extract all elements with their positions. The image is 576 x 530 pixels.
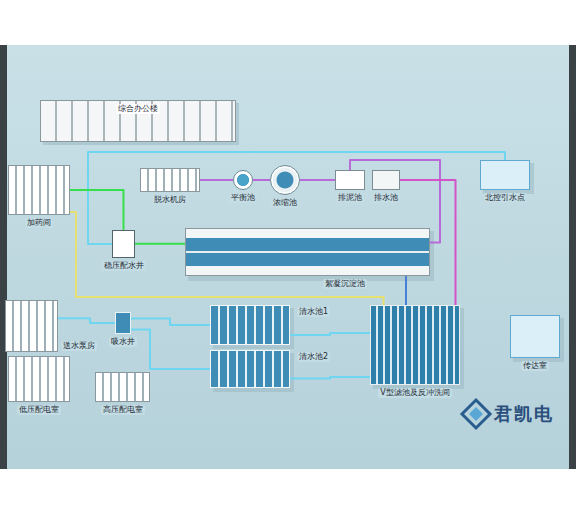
node-label: 高压配电室: [101, 405, 145, 415]
node-label: 平衡池: [229, 193, 257, 203]
pump-house: 送水泵房: [5, 300, 58, 352]
pipeline-line: [131, 330, 210, 369]
pipeline-line: [58, 318, 115, 323]
pipeline-line: [300, 179, 335, 181]
edge-strip: [569, 45, 576, 469]
node-label: 传达室: [521, 361, 549, 371]
pipeline: [70, 190, 124, 230]
logo-mark: [462, 400, 490, 428]
pipeline: [200, 180, 233, 181]
pipeline: [300, 180, 335, 181]
pipeline-line: [135, 243, 185, 245]
node-label: 综合办公楼: [116, 104, 160, 114]
node-label: 清水池1: [297, 307, 330, 317]
shadows: [43, 103, 564, 392]
node-label: 排泥池: [336, 193, 364, 203]
office-building: 综合办公楼: [40, 100, 236, 142]
distribution-well: 稳压配水井: [112, 230, 135, 258]
node-label: 稳压配水井: [102, 261, 146, 271]
suction-well: 吸水井: [115, 312, 131, 334]
node-label: 北控引水点: [483, 193, 527, 203]
node-label: 浓缩池: [271, 198, 299, 208]
node-label: 低压配电室: [17, 405, 61, 415]
node-label: 加药间: [25, 218, 53, 228]
sludge-tank: 排泥池: [335, 170, 365, 190]
pipeline: [135, 243, 185, 244]
clear-water-tank: 清水池2: [210, 350, 290, 388]
node-label: 清水池2: [297, 352, 330, 362]
node-label: 送水泵房: [61, 341, 97, 351]
drain-tank: 排水池: [372, 170, 400, 190]
node-label: 排水池: [372, 193, 400, 203]
thickener-tank: 浓缩池: [270, 165, 300, 195]
clear-water-tank: 清水池1: [210, 305, 290, 345]
dewatering-building: 脱水机房: [140, 168, 200, 192]
pipeline: [58, 318, 115, 323]
sedimentation-tank: 絮凝沉淀池: [185, 228, 430, 276]
dosing-building: 加药间: [8, 165, 70, 215]
ground-band: [0, 45, 576, 469]
low-voltage-room: 低压配电室: [8, 356, 70, 402]
pipeline: [253, 180, 270, 181]
pipeline-line: [253, 179, 270, 181]
pipeline: [405, 276, 407, 305]
pipeline-line: [131, 319, 210, 325]
gatehouse: 传达室: [510, 315, 560, 358]
node-label: 脱水机房: [152, 195, 188, 205]
pipeline-line: [200, 179, 233, 181]
balance-tank: 平衡池: [233, 170, 253, 190]
node-label: V型滤池及反冲洗间: [378, 388, 451, 398]
logo-text: 君凯电: [494, 402, 554, 426]
pipeline: [131, 319, 210, 325]
node-label: 吸水井: [109, 337, 137, 347]
edge-strip: [0, 45, 7, 469]
pipeline: [290, 333, 370, 335]
pipeline: [131, 330, 210, 369]
intake-point: 北控引水点: [480, 160, 530, 190]
v-filter-building: V型滤池及反冲洗间: [370, 305, 460, 385]
high-voltage-room: 高压配电室: [95, 372, 150, 402]
pipeline-line: [290, 333, 370, 335]
pipeline: [290, 377, 370, 379]
pipeline-line: [405, 276, 408, 305]
node-label: 絮凝沉淀池: [323, 279, 367, 289]
pipeline-line: [290, 377, 370, 379]
pipeline-line: [70, 190, 124, 230]
